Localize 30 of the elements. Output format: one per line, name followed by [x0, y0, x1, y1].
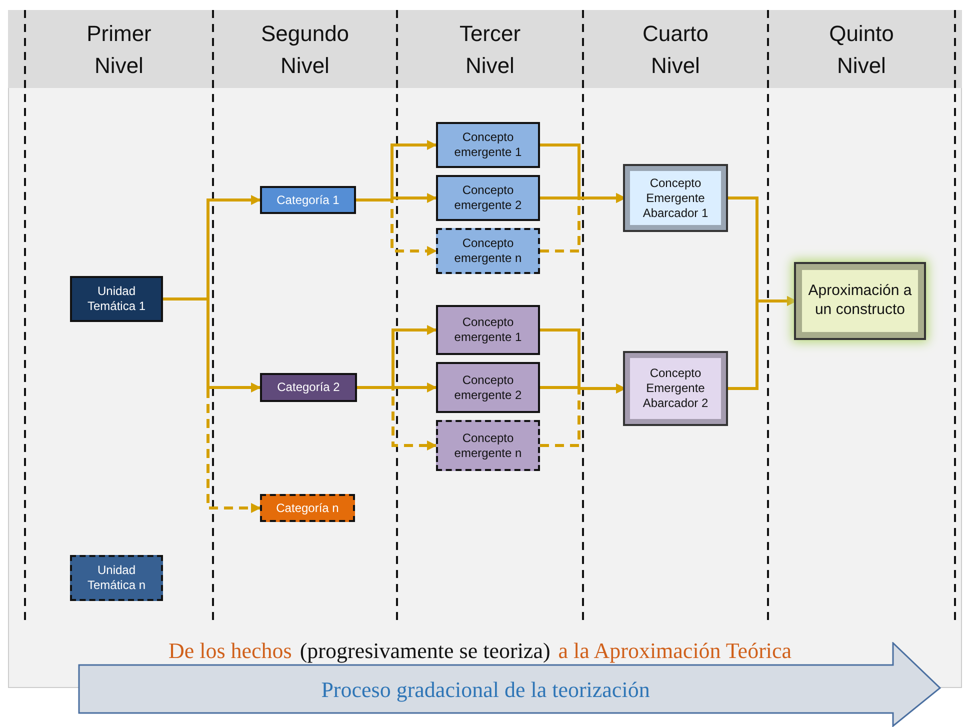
arrow — [357, 386, 437, 450]
arrow — [726, 296, 797, 390]
unit-box: Unidad Temática 1 — [70, 276, 163, 322]
concept-box: Concepto emergente 2 — [436, 175, 540, 221]
arrow — [540, 384, 626, 447]
concept-box: Concepto emergente 2 — [436, 362, 540, 413]
arrow — [540, 193, 626, 252]
level-heading: Quinto Nivel — [828, 20, 895, 80]
concept-box: Concepto emergente 1 — [436, 305, 540, 355]
emergent-concept-box: Concepto Emergente Abarcador 1 — [625, 166, 726, 230]
caption-text: a la Aproximación Teórica — [558, 637, 792, 665]
level-heading: Segundo Nivel — [260, 20, 350, 80]
concept-box: Concepto emergente 1 — [436, 122, 540, 168]
level-heading: Tercer Nivel — [458, 20, 522, 80]
construct-box: Aproximación a un constructo — [796, 264, 924, 338]
caption-text: De los hechos — [168, 637, 292, 665]
arrow-label: Proceso gradacional de la teorización — [321, 676, 650, 704]
arrow — [163, 298, 261, 513]
category-box: Categoría 1 — [260, 186, 356, 214]
caption-text: (progresivamente se teoriza) — [300, 637, 550, 665]
concept-box: Concepto emergente n — [436, 420, 540, 471]
level-heading: Primer Nivel — [86, 20, 152, 80]
emergent-concept-box: Concepto Emergente Abarcador 2 — [625, 353, 726, 424]
category-box: Categoría 2 — [260, 373, 357, 402]
process-arrow — [78, 642, 942, 727]
level-heading: Cuarto Nivel — [641, 20, 710, 80]
arrow — [356, 198, 437, 256]
category-box: Categoría n — [260, 494, 355, 522]
concept-box: Concepto emergente n — [436, 228, 540, 274]
unit-box: Unidad Temática n — [70, 555, 163, 601]
